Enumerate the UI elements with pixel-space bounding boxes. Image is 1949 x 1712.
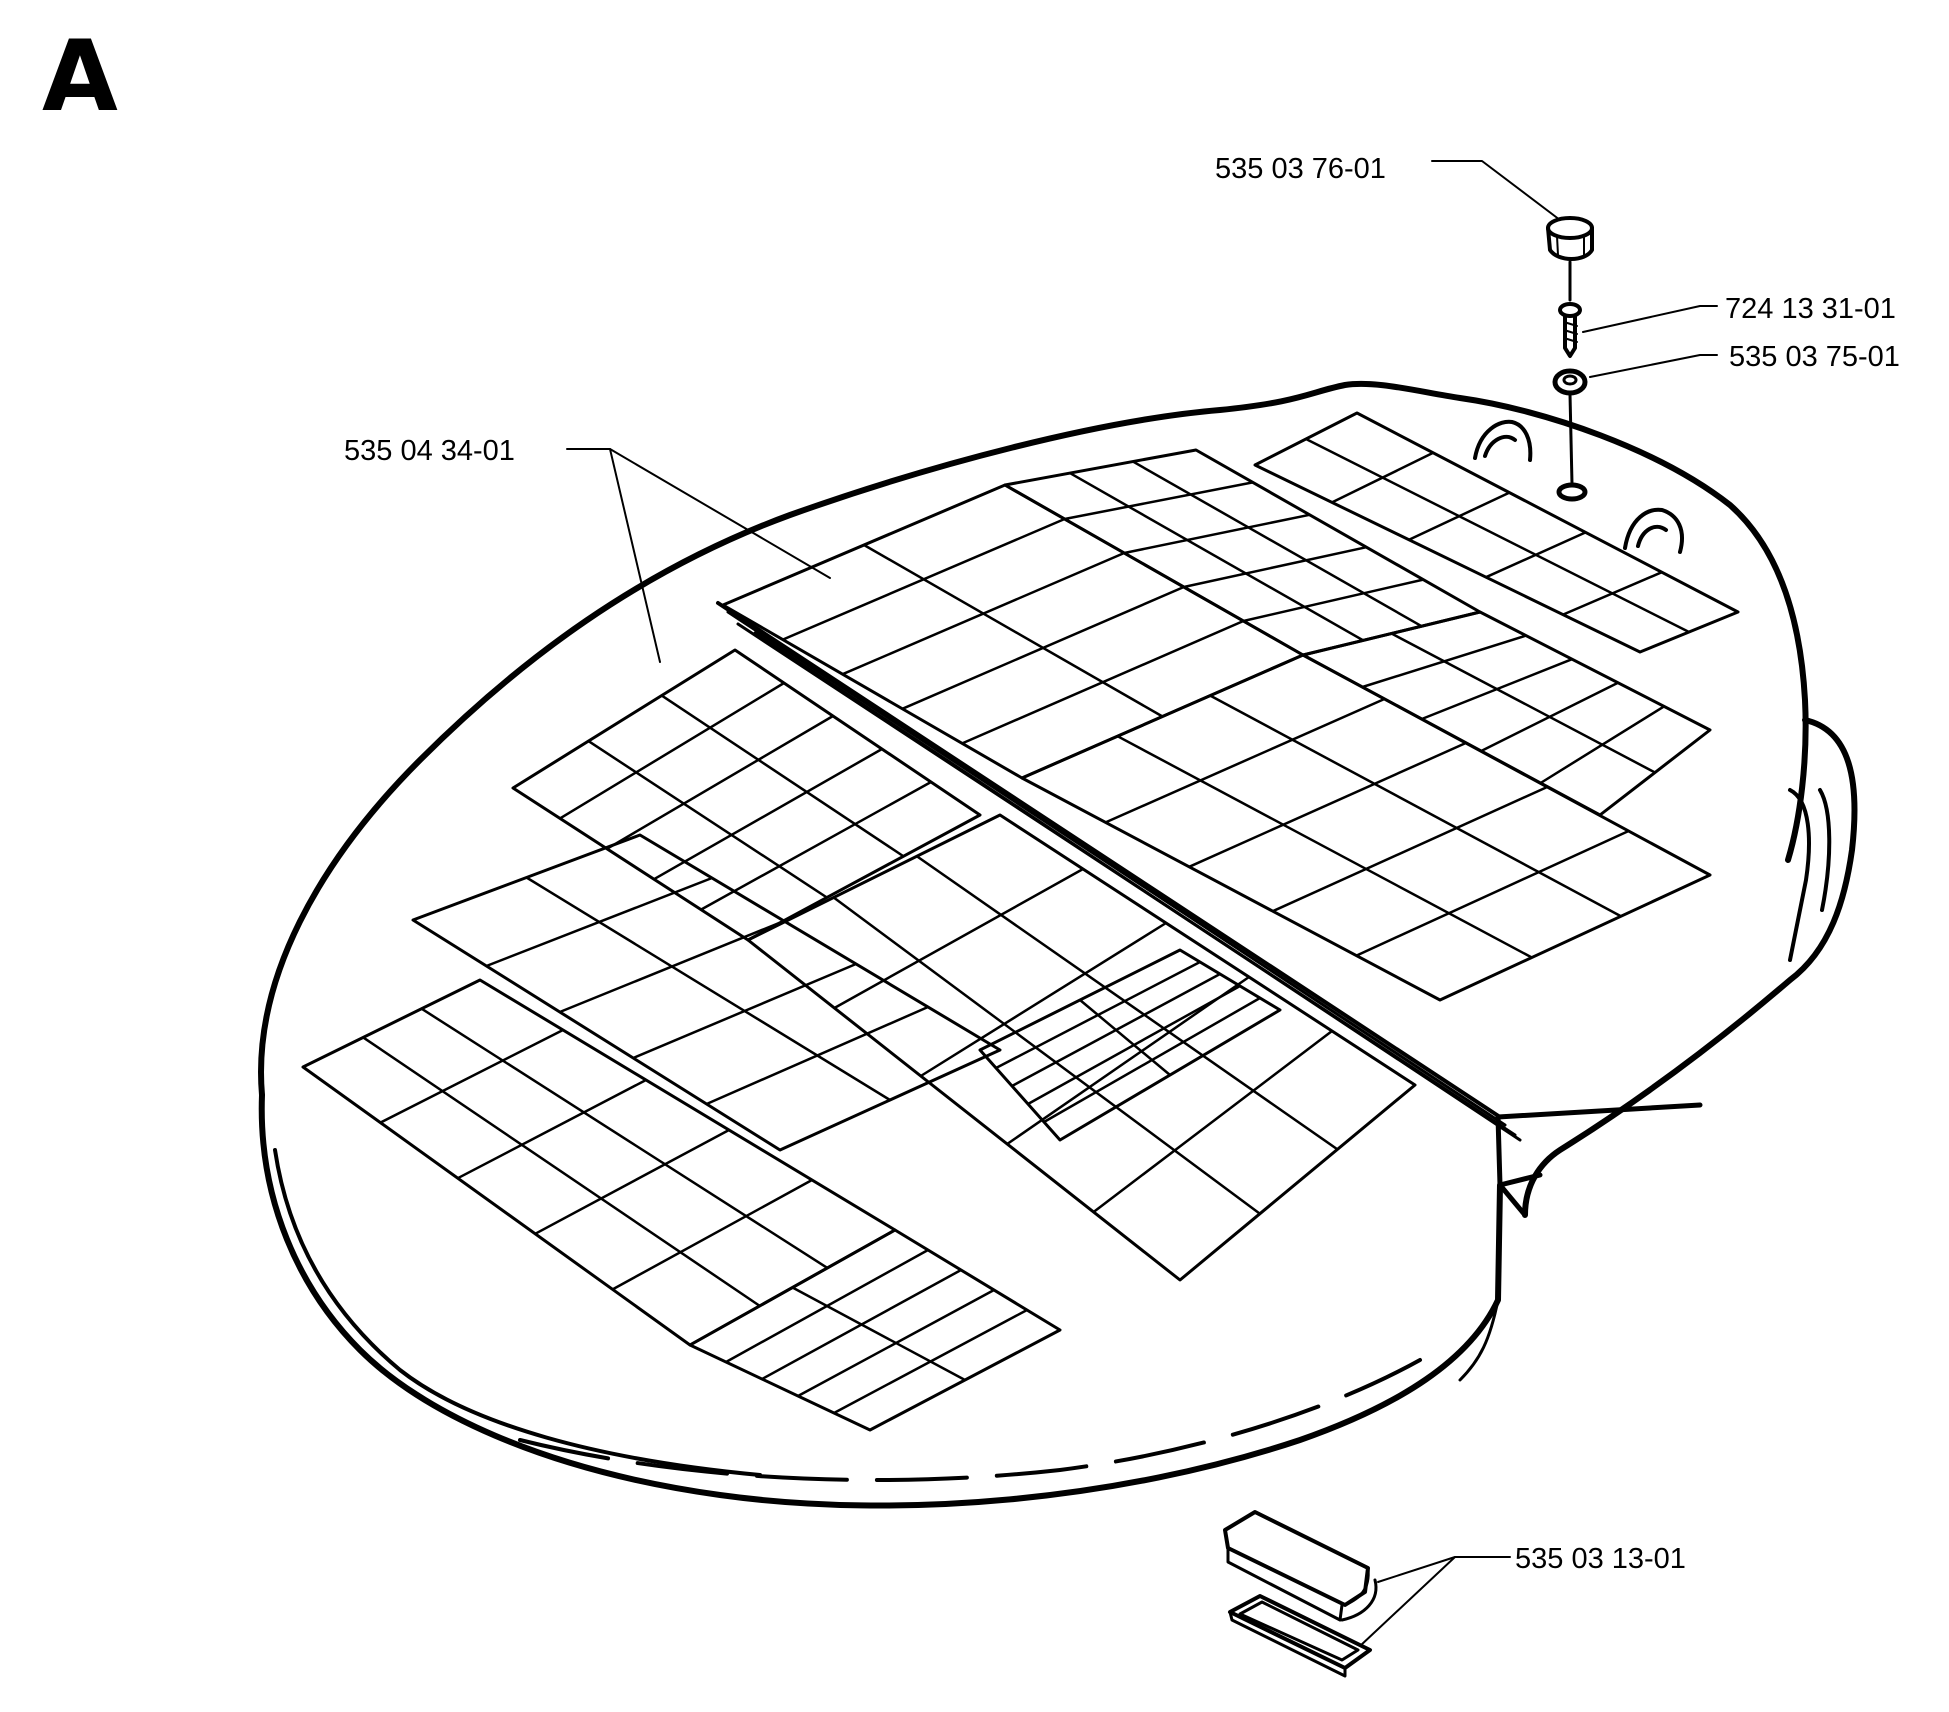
solar-cell-line xyxy=(1183,545,1367,589)
solar-cell-line xyxy=(611,1178,813,1291)
screw-hole xyxy=(1556,482,1588,502)
solar-cell-line xyxy=(1123,513,1310,555)
solar-cell-divider xyxy=(1079,999,1171,1076)
solar-panel-lower-2 xyxy=(411,833,1002,1152)
solar-cell-line xyxy=(1064,481,1254,521)
solar-cell-line xyxy=(534,1128,730,1235)
solar-cell-line xyxy=(653,747,883,881)
solar-cell-line xyxy=(1105,697,1385,824)
leader-washer xyxy=(1589,354,1718,378)
section-letter: A xyxy=(42,20,118,134)
leader-clip-1 xyxy=(1377,1556,1511,1583)
assembly-axis-2 xyxy=(1568,392,1574,486)
solar-panel-lower-5 xyxy=(746,813,1417,1282)
skirt-corner xyxy=(1458,1298,1500,1382)
solar-cell-line xyxy=(833,867,1084,1010)
solar-cell-divider xyxy=(832,896,1261,1215)
solar-panel-lower-6 xyxy=(978,948,1282,1142)
solar-cell-divider xyxy=(791,1286,966,1382)
solar-panel-lower-1 xyxy=(511,648,982,942)
label-solar-cover: 535 04 34-01 xyxy=(344,435,515,467)
label-washer: 535 03 75-01 xyxy=(1729,341,1900,373)
solar-cell-divider xyxy=(420,1007,829,1270)
cover-outer-outline xyxy=(258,380,1809,1098)
label-cap-nut: 535 03 76-01 xyxy=(1215,153,1386,185)
label-screw: 724 13 31-01 xyxy=(1725,293,1896,325)
label-clip: 535 03 13-01 xyxy=(1515,1543,1686,1575)
center-groove-1 xyxy=(716,601,1502,1119)
cover-front-skirt-inner xyxy=(273,1148,762,1477)
solar-panel-upper-3 xyxy=(1253,411,1740,654)
mounting-lug-right xyxy=(1623,507,1684,554)
center-groove-4 xyxy=(753,631,1522,1142)
hardware-stack xyxy=(1546,216,1594,486)
solar-cell-lines xyxy=(362,437,1690,1415)
leader-solar-cover-2 xyxy=(609,448,661,663)
solar-cell-line xyxy=(700,780,932,911)
mounting-lug-left xyxy=(1473,419,1533,462)
clip-drawing xyxy=(1223,1510,1378,1678)
solar-cell-line xyxy=(1272,785,1548,913)
cover-dashed-edge xyxy=(518,1358,1422,1482)
solar-cell-line xyxy=(1355,829,1630,957)
solar-cell-line xyxy=(1092,1030,1333,1213)
solar-panels xyxy=(301,411,1740,1432)
solar-cell-line xyxy=(606,714,834,850)
part-labels: 535 03 76-01 724 13 31-01 535 03 75-01 5… xyxy=(344,153,1900,1575)
solar-panel-lower-3 xyxy=(301,978,897,1347)
cap-nut-drawing xyxy=(1546,216,1594,261)
cover-front-skirt xyxy=(258,1092,1503,1509)
solar-cell-line xyxy=(379,1028,564,1124)
rim-step xyxy=(1788,788,1811,962)
solar-cell-divider xyxy=(1305,437,1690,634)
solar-cell-line xyxy=(1243,578,1424,623)
solar-panel-lower-4 xyxy=(688,1228,1062,1432)
solar-cell-divider xyxy=(863,543,1164,718)
solar-panel-upper-2 xyxy=(1003,448,1482,657)
solar-cell-line xyxy=(559,681,785,820)
leader-clip-2 xyxy=(1359,1556,1456,1647)
solar-cell-divider xyxy=(661,694,905,858)
solar-cell-divider xyxy=(362,1036,761,1307)
solar-panel-upper-4 xyxy=(1020,653,1712,1002)
leader-lines xyxy=(566,160,1718,1647)
cover-right-rim xyxy=(1522,717,1858,1218)
solar-cell-divider xyxy=(1390,632,1656,774)
solar-cell-divider xyxy=(1132,460,1423,628)
solar-cell-divider xyxy=(1209,694,1622,918)
solar-cell-divider xyxy=(587,740,828,899)
solar-cell-line xyxy=(1188,741,1467,868)
center-groove-2 xyxy=(726,610,1507,1127)
solar-cell-line xyxy=(920,921,1167,1078)
leader-screw xyxy=(1582,305,1718,333)
solar-cell-divider xyxy=(525,876,891,1102)
solar-cell-divider xyxy=(1069,472,1364,642)
solar-cell-divider xyxy=(916,855,1339,1151)
washer-drawing xyxy=(1552,368,1588,396)
rim-edge xyxy=(1818,788,1832,912)
solar-cell-divider xyxy=(1116,735,1533,959)
screw-drawing xyxy=(1558,302,1582,358)
cover-shell xyxy=(258,380,1858,1509)
solar-cell-line xyxy=(457,1078,647,1180)
leader-cap-nut xyxy=(1431,160,1561,221)
